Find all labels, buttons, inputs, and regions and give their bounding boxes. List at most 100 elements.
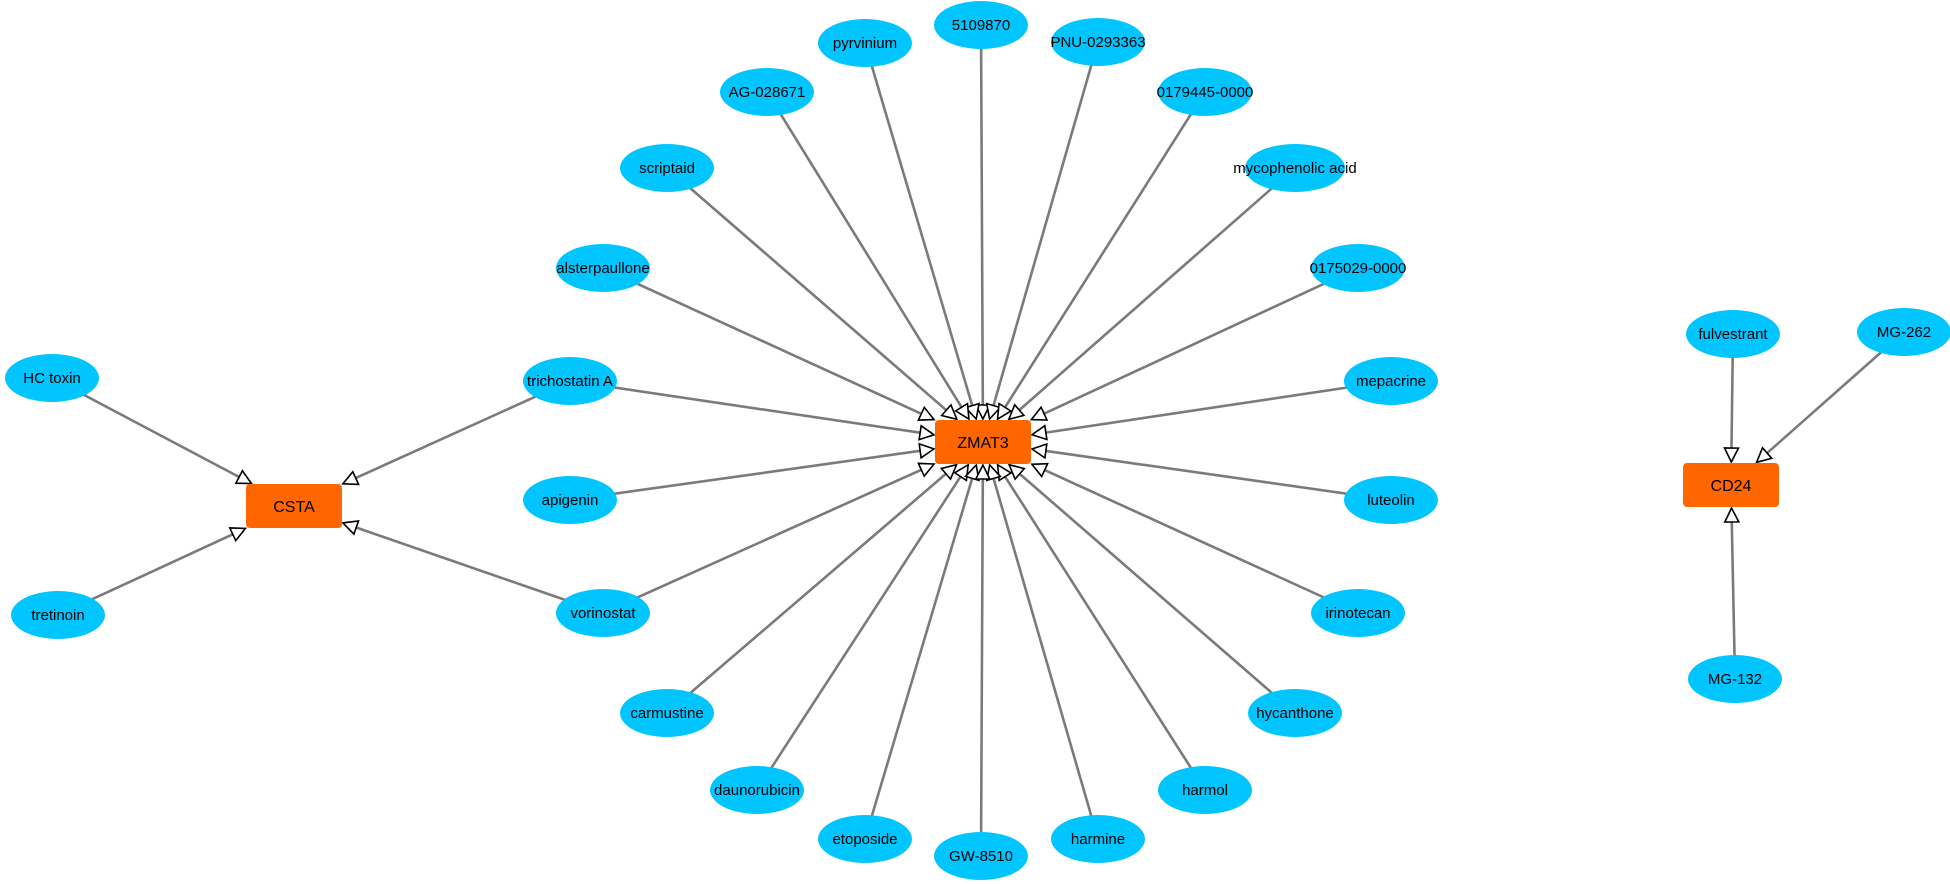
- edge-arrowhead: [1030, 424, 1048, 441]
- edge-line: [355, 526, 604, 615]
- edge-luteolin-to-zmat3: [1030, 442, 1392, 502]
- target-node-shape: [246, 484, 342, 528]
- drug-node-shape: [1248, 689, 1342, 737]
- drug-node-shape: [556, 244, 650, 292]
- drug-node-label: carmustine: [630, 705, 703, 722]
- drug-node-carmustine[interactable]: carmustine: [620, 689, 714, 737]
- drug-node-mycophenolic-acid[interactable]: mycophenolic acid: [1233, 144, 1357, 192]
- edge-scriptaid-to-zmat3: [666, 167, 959, 421]
- drug-node-harmine[interactable]: harmine: [1051, 815, 1145, 863]
- drug-node-shape: [934, 832, 1028, 880]
- drug-node-mepacrine[interactable]: mepacrine: [1344, 357, 1438, 405]
- drug-node-luteolin[interactable]: luteolin: [1344, 476, 1438, 524]
- edge-line: [602, 468, 922, 615]
- drug-node-mg-132[interactable]: MG-132: [1688, 655, 1782, 703]
- drug-node-vorinostat[interactable]: vorinostat: [556, 589, 650, 637]
- drug-node-label: GW-8510: [949, 848, 1013, 865]
- drug-node-hycanthone[interactable]: hycanthone: [1248, 689, 1342, 737]
- edge-arrowhead: [917, 462, 936, 478]
- edge-line: [979, 478, 985, 857]
- edge-line: [992, 478, 1100, 840]
- edge-arrowhead: [953, 463, 970, 482]
- drug-node-ag-028671[interactable]: AG-028671: [720, 68, 814, 116]
- drug-node-label: fulvestrant: [1698, 326, 1768, 343]
- drug-node-shape: [523, 357, 617, 405]
- edge-arrowhead: [1030, 442, 1048, 460]
- drug-node-apigenin[interactable]: apigenin: [523, 476, 617, 524]
- drug-node-shape: [556, 589, 650, 637]
- drug-node-shape: [1311, 589, 1405, 637]
- edge-arrowhead: [985, 463, 1002, 482]
- drug-node-alsterpaullone[interactable]: alsterpaullone: [556, 244, 650, 292]
- target-node-csta[interactable]: CSTA: [246, 484, 342, 528]
- drug-node-shape: [5, 354, 99, 402]
- drug-node-label: luteolin: [1367, 492, 1415, 509]
- drug-node-mg-262[interactable]: MG-262: [1857, 308, 1950, 356]
- drug-node-shape: [1245, 144, 1345, 192]
- drug-node-shape: [620, 144, 714, 192]
- edge-line: [602, 266, 922, 415]
- drug-node-label: HC toxin: [23, 370, 81, 387]
- edge-arrowhead: [974, 404, 992, 421]
- edge-gw-8510-to-zmat3: [974, 463, 992, 857]
- drug-node-shape: [1686, 310, 1780, 358]
- edge-line: [1043, 266, 1359, 415]
- drug-node-label: mycophenolic acid: [1233, 160, 1356, 177]
- drug-node-scriptaid[interactable]: scriptaid: [620, 144, 714, 192]
- drug-node-shape: [1344, 357, 1438, 405]
- drug-node-harmol[interactable]: harmol: [1158, 766, 1252, 814]
- drug-node-label: 5109870: [952, 17, 1010, 34]
- target-node-cd24[interactable]: CD24: [1683, 463, 1779, 507]
- drug-node-label: harmol: [1182, 782, 1228, 799]
- drug-node-pnu-0293363[interactable]: PNU-0293363: [1050, 18, 1146, 66]
- drug-node-pyrvinium[interactable]: pyrvinium: [818, 19, 912, 67]
- drug-node-daunorubicin[interactable]: daunorubicin: [710, 766, 804, 814]
- edge-line: [1044, 468, 1359, 615]
- edge-arrowhead: [996, 402, 1013, 421]
- edge-trichostatin-a-to-csta: [341, 379, 571, 486]
- drug-node-shape: [1688, 655, 1782, 703]
- edge-arrowhead: [974, 463, 992, 480]
- edges-layer: [51, 24, 1905, 857]
- drug-node-gw-8510[interactable]: GW-8510: [934, 832, 1028, 880]
- drug-node-0175029-0000[interactable]: 0175029-0000: [1310, 244, 1407, 292]
- drug-node-shape: [934, 1, 1028, 49]
- drug-node-fulvestrant[interactable]: fulvestrant: [1686, 310, 1780, 358]
- drug-node-label: apigenin: [542, 492, 599, 509]
- drug-node-label: vorinostat: [570, 605, 636, 622]
- drug-node-etoposide[interactable]: etoposide: [818, 815, 912, 863]
- edge-line: [1018, 472, 1296, 714]
- target-node-label: CSTA: [273, 499, 315, 516]
- edge-line: [666, 167, 948, 412]
- target-node-zmat3[interactable]: ZMAT3: [935, 420, 1031, 464]
- edge-arrowhead: [985, 402, 1002, 421]
- drug-node-tretinoin[interactable]: tretinoin: [11, 591, 105, 639]
- drug-node-label: scriptaid: [639, 160, 695, 177]
- edge-arrowhead: [341, 519, 360, 536]
- edge-harmol-to-zmat3: [996, 463, 1207, 791]
- edge-line: [979, 24, 985, 406]
- edge-line: [569, 379, 921, 435]
- drug-node-shape: [11, 591, 105, 639]
- edge-line: [1003, 91, 1207, 409]
- edge-0179445-0000-to-zmat3: [996, 91, 1207, 421]
- edge-line: [1045, 379, 1392, 434]
- drug-node-label: alsterpaullone: [556, 260, 649, 277]
- drug-node-shape: [1857, 308, 1950, 356]
- drug-node-label: etoposide: [832, 831, 897, 848]
- edge-line: [992, 41, 1100, 406]
- drug-node-0179445-0000[interactable]: 0179445-0000: [1157, 68, 1254, 116]
- edge-line: [755, 475, 962, 791]
- edge-line: [765, 91, 963, 408]
- drug-node-trichostatin-a[interactable]: trichostatin A: [523, 357, 617, 405]
- drug-node-hc-toxin[interactable]: HC toxin: [5, 354, 99, 402]
- edge-arrowhead: [964, 402, 981, 421]
- edge-line: [1018, 167, 1296, 412]
- drug-node-5109870[interactable]: 5109870: [934, 1, 1028, 49]
- edge-arrowhead: [1007, 403, 1026, 421]
- drug-node-irinotecan[interactable]: irinotecan: [1311, 589, 1405, 637]
- drug-node-label: PNU-0293363: [1050, 34, 1145, 51]
- drug-node-shape: [720, 68, 814, 116]
- edge-hycanthone-to-zmat3: [1007, 463, 1296, 714]
